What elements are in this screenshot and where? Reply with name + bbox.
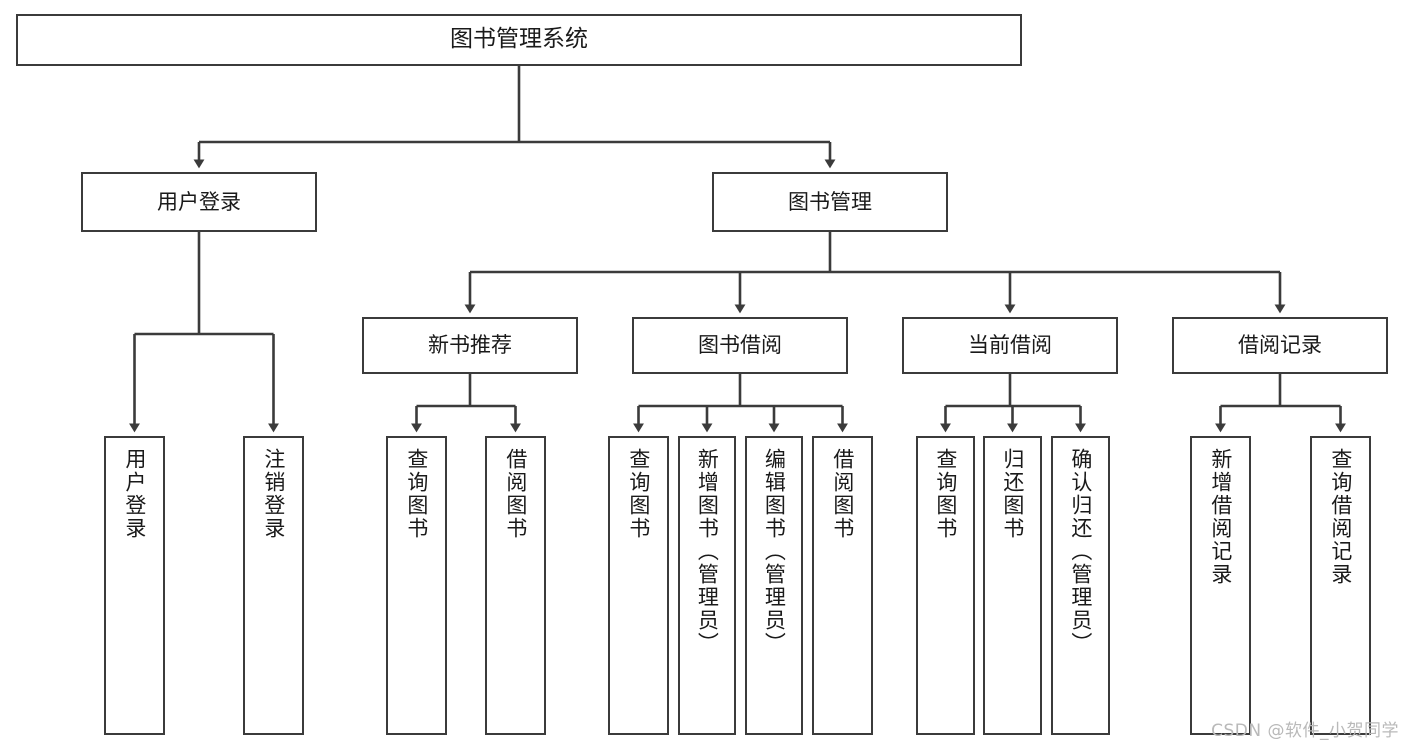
node-label: 图书管理	[788, 189, 872, 214]
node-label: 查询图书	[404, 448, 429, 540]
node-l2_2[interactable]: 当前借阅	[902, 317, 1118, 374]
node-leaf_4[interactable]: 查询图书	[608, 436, 669, 735]
node-leaf_9[interactable]: 归还图书	[983, 436, 1042, 735]
node-leaf_5[interactable]: 新增图书（管理员）	[678, 436, 736, 735]
node-label: 新增借阅记录	[1208, 448, 1233, 586]
node-l2_3[interactable]: 借阅记录	[1172, 317, 1388, 374]
node-l2_1[interactable]: 图书借阅	[632, 317, 848, 374]
node-label: 查询图书	[626, 448, 651, 540]
node-leaf_12[interactable]: 查询借阅记录	[1310, 436, 1371, 735]
node-label: 新增图书（管理员）	[695, 448, 720, 655]
node-leaf_2[interactable]: 查询图书	[386, 436, 447, 735]
node-leaf_1[interactable]: 注销登录	[243, 436, 304, 735]
node-label: 新书推荐	[428, 333, 512, 358]
node-leaf_7[interactable]: 借阅图书	[812, 436, 873, 735]
node-leaf_10[interactable]: 确认归还（管理员）	[1051, 436, 1110, 735]
node-l1_1[interactable]: 图书管理	[712, 172, 948, 232]
node-label: 归还图书	[1000, 448, 1025, 540]
node-leaf_11[interactable]: 新增借阅记录	[1190, 436, 1251, 735]
node-leaf_3[interactable]: 借阅图书	[485, 436, 546, 735]
node-label: 查询图书	[933, 448, 958, 540]
node-label: 图书管理系统	[450, 26, 588, 53]
node-label: 编辑图书（管理员）	[762, 448, 787, 655]
node-label: 用户登录	[122, 448, 147, 540]
node-l1_0[interactable]: 用户登录	[81, 172, 317, 232]
node-label: 用户登录	[157, 189, 241, 214]
node-label: 当前借阅	[968, 333, 1052, 358]
node-leaf_6[interactable]: 编辑图书（管理员）	[745, 436, 803, 735]
node-label: 注销登录	[261, 448, 286, 540]
node-label: 确认归还（管理员）	[1068, 448, 1093, 655]
node-label: 图书借阅	[698, 333, 782, 358]
node-label: 查询借阅记录	[1328, 448, 1353, 586]
node-label: 借阅记录	[1238, 333, 1322, 358]
node-label: 借阅图书	[503, 448, 528, 540]
node-leaf_8[interactable]: 查询图书	[916, 436, 975, 735]
node-root[interactable]: 图书管理系统	[16, 14, 1022, 66]
node-l2_0[interactable]: 新书推荐	[362, 317, 578, 374]
node-leaf_0[interactable]: 用户登录	[104, 436, 165, 735]
csdn-watermark: CSDN @软件_小贺同学	[1211, 721, 1399, 741]
node-label: 借阅图书	[830, 448, 855, 540]
